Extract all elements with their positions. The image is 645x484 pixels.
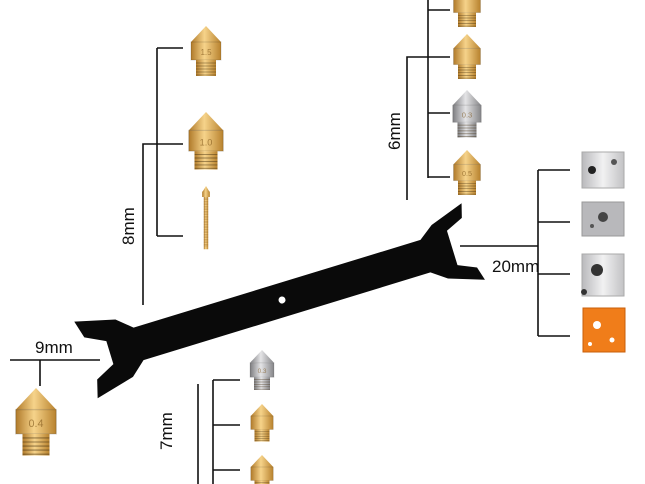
nozzle-size-label: 0.3 (258, 368, 267, 375)
wrench-hole (278, 296, 286, 304)
nozzle-6mm-2 (453, 34, 481, 79)
heater-blocks (581, 151, 626, 353)
nozzle-9mm: 0.4 (15, 388, 57, 456)
nozzle-size-label: 0.5 (462, 169, 472, 178)
nozzle-7mm-2 (250, 404, 274, 442)
nozzle-size-label: 0.4 (28, 418, 43, 430)
label-20mm: 20mm (492, 257, 539, 276)
nozzle-8mm-3 (202, 186, 210, 250)
dimension-lines (10, 0, 570, 484)
heater-block-1 (581, 151, 625, 189)
nozzle-6mm-1 (453, 0, 481, 28)
bracket-8mm (142, 47, 183, 305)
label-6mm: 6mm (385, 112, 404, 150)
bracket-6mm (406, 0, 450, 200)
heater-block-3 (581, 253, 625, 297)
nozzle-8mm-1: 1.5 (190, 26, 222, 76)
heater-block-2 (581, 201, 625, 237)
nozzle-7mm-3 (250, 455, 274, 484)
nozzle-size-label: 0.3 (462, 111, 473, 120)
label-9mm: 9mm (35, 338, 73, 357)
bracket-9mm (10, 359, 100, 386)
nozzle-size-label: 1.0 (200, 137, 213, 147)
nozzle-6mm-3: 0.3 (452, 90, 482, 138)
nozzle-8mm-2: 1.0 (188, 112, 224, 170)
nozzle-6mm-4: 0.5 (453, 150, 481, 195)
bracket-7mm (197, 379, 240, 484)
wrench (74, 203, 485, 399)
bracket-20mm (460, 169, 570, 337)
heater-block-4 (582, 307, 626, 353)
nozzle-size-label: 1.5 (200, 48, 212, 57)
label-8mm: 8mm (119, 207, 138, 245)
nozzle-7mm-1: 0.3 (249, 350, 275, 390)
label-7mm: 7mm (157, 412, 176, 450)
